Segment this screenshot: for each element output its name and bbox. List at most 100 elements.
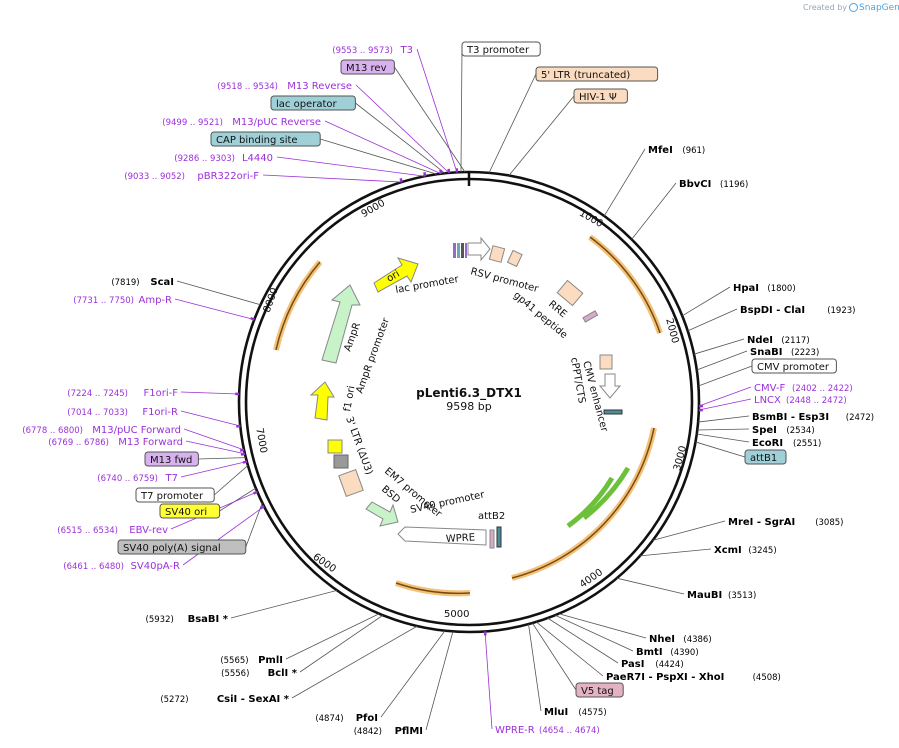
gp41-box [582,310,599,323]
leader-sv40pa-r [182,506,265,566]
v5-box [489,529,495,549]
site-pfoi: PfoI(4874) [315,713,378,724]
site-pos-nhei: (4386) [683,635,711,645]
site-name-ecori: EcoRI [752,438,783,449]
label-f1ori: f1 ori [342,385,357,413]
site-pos-f1ori-f: (7224 .. 7245) [67,389,128,399]
leader-lncx [698,398,752,411]
site-pos-pflmi: (4842) [354,727,382,737]
site-sv40-poly-a-signal: SV40 poly(A) signal [117,539,247,555]
site-name-bsmbi-esp3i: BsmBI - Esp3I [752,412,829,423]
site-pos-m13-forward: (6769 .. 6786) [48,438,109,448]
site-pos-m13-puc-reverse: (9499 .. 9521) [162,118,223,128]
leader-maubi [616,577,685,595]
site-pos-pasi: (4424) [655,660,683,670]
leader-scai [176,280,261,306]
site-pos-cmv-f: (2402 .. 2422) [792,384,853,394]
plasmid-center: pLenti6.3_DTX1 9598 bp [416,386,522,413]
site-t7: T7(6740 .. 6759) [97,473,178,484]
leader-pfoi [380,630,446,718]
bsd-box [338,468,364,498]
site-pos-t7: (6740 .. 6759) [97,474,158,484]
leader-5-ltr-truncated [488,73,537,174]
site-pos-ndei: (2117) [781,336,809,346]
leader-mlui [528,624,542,712]
site-maubi: MauBI(3513) [687,590,756,601]
site-name-sv40-poly-a-signal: SV40 poly(A) signal [123,543,221,554]
site-amp-r: Amp-R(7731 .. 7750) [73,295,172,306]
site-name-bcli: BclI * [268,668,298,679]
site-name-m13-reverse: M13 Reverse [287,81,352,92]
site-box-attb1 [744,449,787,465]
site-pos-wpre-r: (4654 .. 4674) [539,726,600,736]
arc-orange-1-core [589,236,661,334]
primer-mark-sv40pa-r [259,505,265,510]
site-name-csii-sexai: CsiI - SexAI * [217,694,290,705]
site-pos-l4440: (9286 .. 9303) [174,154,235,164]
site-attb1: attB1 [744,449,787,465]
site-name-pfoi: PfoI [356,713,378,724]
site-mfei: MfeI(961) [648,145,705,156]
plasmid-size: 9598 bp [446,400,491,413]
sv40-polya-box [333,454,349,469]
site-box-m13-fwd [144,451,199,467]
site-labels: MfeI(961)BbvCI(1196)HpaI(1800)BspDI - Cl… [22,41,874,737]
site-name-cmv-promoter: CMV promoter [757,362,830,373]
backbone [237,170,701,634]
leader-ecori [696,433,750,443]
site-pos-mrei-sgrai: (3085) [815,518,843,528]
site-lncx: LNCX(2448 .. 2472) [754,395,847,406]
site-ebv-rev: EBV-rev (6515 .. 6534) [57,525,168,536]
f1ori-arrow [309,381,335,421]
snapgene-logo-icon [849,3,859,12]
site-pos-lncx: (2448 .. 2472) [786,396,847,406]
site-pmli: PmlI(5565) [220,655,283,666]
site-name-spei: SpeI [752,425,777,436]
site-mrei-sgrai: MreI - SgrAI(3085) [728,517,843,528]
site-box-m13-rev [340,59,395,75]
lac-box-3 [461,243,464,258]
em7-arrow [365,501,399,527]
site-pos-paer7i-pspxi-xhoi: (4508) [753,673,781,683]
site-box-v5-tag [575,682,624,698]
site-lac-operator: lac operator [270,95,356,111]
site-name-cmv-f: CMV-F [754,383,785,394]
site-pos-xcmi: (3245) [748,546,776,556]
site-name-t7-promoter: T7 promoter [140,491,204,502]
leader-bsabi [230,590,338,619]
leader-bbvci [631,182,677,240]
site-pos-ebv-rev: (6515 .. 6534) [57,526,118,536]
leader-m13-puc-forward [183,428,245,451]
leader-hpai [682,286,731,317]
site-pos-bsabi: (5932) [146,615,174,625]
site-cmv-f: CMV-F (2402 .. 2422) [754,383,853,394]
site-t7-promoter: T7 promoter [135,487,215,503]
site-pos-csii-sexai: (5272) [160,695,188,705]
site-name-5-ltr-truncated: 5' LTR (truncated) [541,70,630,81]
site-pos-f1ori-r: (7014 .. 7033) [67,408,128,418]
credit-prefix: Created by [803,3,848,12]
lac-box-4 [465,243,467,258]
leader-lac-operator [355,102,446,174]
site-pasi: PasI(4424) [621,659,684,670]
site-pos-mlui: (4575) [578,708,606,718]
tick-label-3000: 3000 [672,445,689,472]
site-name-ebv-rev: EBV-rev [129,525,168,536]
cmv-enhancer-arrow [598,373,622,399]
attb1-box [603,409,623,415]
primer-mark-amp-r [250,316,255,321]
leader-t3 [416,48,458,173]
hiv-psi-box [506,249,523,268]
leader-bmti [554,614,634,652]
site-box-lac-operator [270,95,356,111]
site-bsabi: BsaBI *(5932) [146,614,229,625]
site-m13-puc-forward: M13/pUC Forward(6778 .. 6800) [22,425,181,436]
leader-snabi [696,350,748,371]
leader-v5-tag [532,622,577,691]
site-m13-puc-reverse: M13/pUC Reverse(9499 .. 9521) [162,117,321,128]
leader-m13-rev [394,66,466,173]
site-cap-binding-site: CAP binding site [210,131,321,147]
site-name-pmli: PmlI [258,655,283,666]
leader-nhei [558,613,647,639]
